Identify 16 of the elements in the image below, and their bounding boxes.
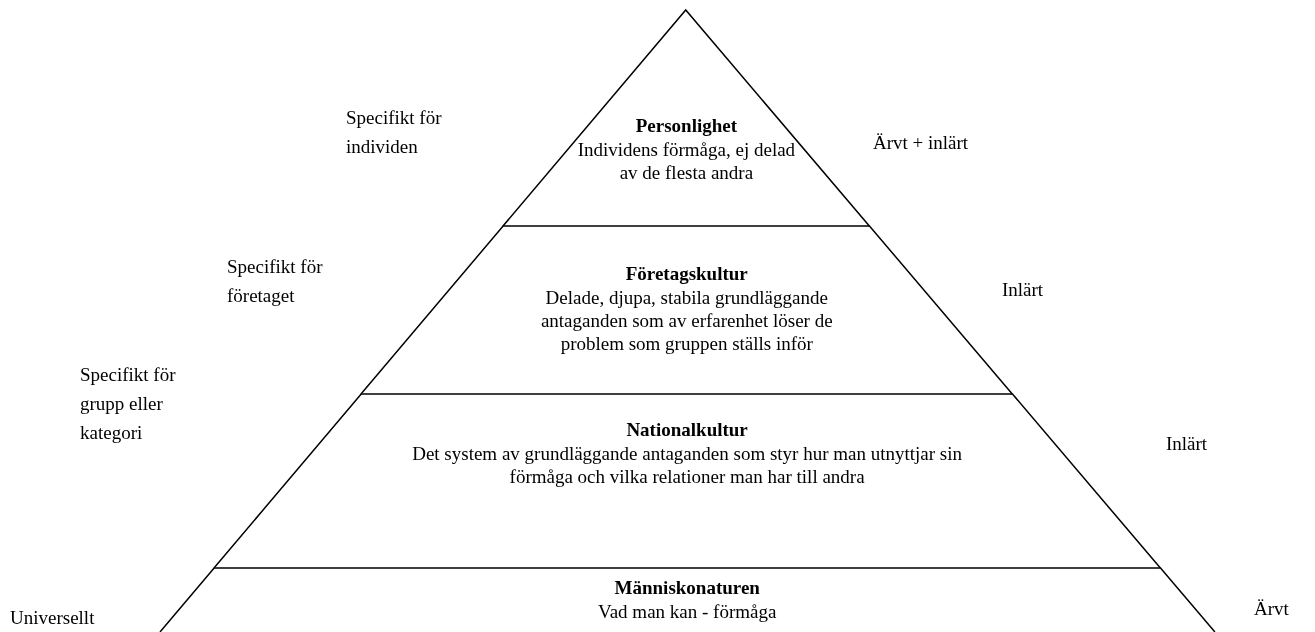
origin-label: Inlärt [1002, 278, 1045, 302]
layer-title: Människonaturen [614, 576, 760, 600]
scope-label: Universellt [10, 606, 96, 630]
layer-title: Personlighet [635, 114, 738, 138]
layer-title: Nationalkultur [626, 418, 748, 442]
layer-description: Vad man kan - förmåga [597, 600, 778, 623]
layer-description: Individens förmåga, ej delad av de flesta andra [576, 138, 797, 184]
layer-description: Delade, djupa, stabila grundläggande antaganden som av erfarenhet löser de problem som gruppen ställs inför [539, 286, 834, 355]
scope-label: Specifikt för grupp eller kategori [80, 363, 177, 445]
origin-label: Ärvt [1254, 597, 1290, 621]
origin-label: Ärvt + inlärt [873, 131, 970, 155]
origin-label: Inlärt [1166, 432, 1209, 456]
scope-label: Specifikt för individen [346, 106, 443, 159]
layer-description: Det system av grundläggande antaganden som styr hur man utnyttjar sin förmåga och vilka relationer man har till andra [411, 442, 963, 488]
layer-title: Företagskultur [625, 262, 748, 286]
scope-label: Specifikt för företaget [227, 255, 324, 308]
